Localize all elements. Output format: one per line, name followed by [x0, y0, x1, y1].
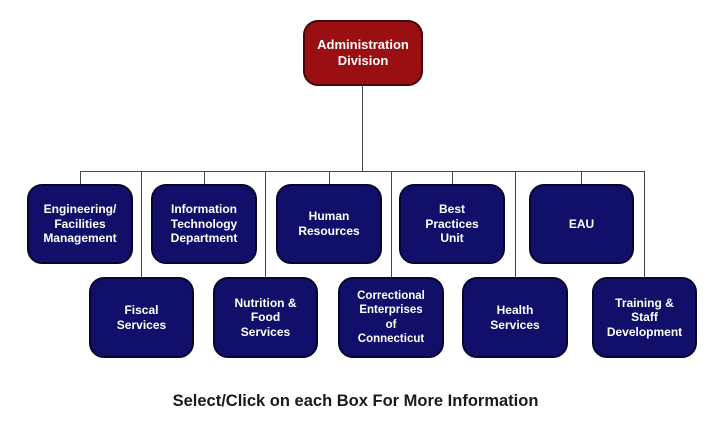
caption-text: Select/Click on each Box For More Inform… [172, 392, 539, 410]
connector-line [329, 171, 330, 185]
connector-line [204, 171, 205, 185]
box-engineering-facilities-management[interactable]: Engineering/ Facilities Management [27, 184, 133, 264]
box-label: Best Practices Unit [425, 202, 479, 246]
box-best-practices-unit[interactable]: Best Practices Unit [399, 184, 505, 264]
connector-line [265, 171, 266, 278]
box-correctional-enterprises-of-connecticut[interactable]: Correctional Enterprises of Connecticut [338, 277, 444, 358]
connector-line [515, 171, 516, 278]
box-label: Fiscal Services [116, 302, 167, 332]
connector-line [644, 171, 645, 278]
box-human-resources[interactable]: Human Resources [276, 184, 382, 264]
box-label: Engineering/ Facilities Management [43, 202, 117, 246]
box-administration-division[interactable]: Administration Division [303, 20, 423, 86]
box-label: Health Services [490, 302, 540, 332]
box-health-services[interactable]: Health Services [462, 277, 568, 358]
box-fiscal-services[interactable]: Fiscal Services [89, 277, 194, 358]
box-label: Training & Staff Development [606, 295, 683, 339]
box-label: Information Technology Department [170, 202, 238, 246]
box-nutrition-food-services[interactable]: Nutrition & Food Services [213, 277, 318, 358]
connector-line [80, 171, 645, 172]
box-label: Human Resources [298, 209, 360, 238]
box-training-staff-development[interactable]: Training & Staff Development [592, 277, 697, 358]
connector-line [452, 171, 453, 185]
box-eau[interactable]: EAU [529, 184, 634, 264]
box-information-technology-department[interactable]: Information Technology Department [151, 184, 257, 264]
box-label: EAU [568, 216, 595, 231]
connector-line [141, 171, 142, 278]
box-label: Correctional Enterprises of Connecticut [357, 290, 425, 345]
box-label: Nutrition & Food Services [234, 295, 297, 339]
connector-line [581, 171, 582, 185]
connector-line [391, 171, 392, 278]
box-label: Administration Division [317, 37, 409, 68]
connector-line [362, 86, 363, 171]
connector-line [80, 171, 81, 185]
